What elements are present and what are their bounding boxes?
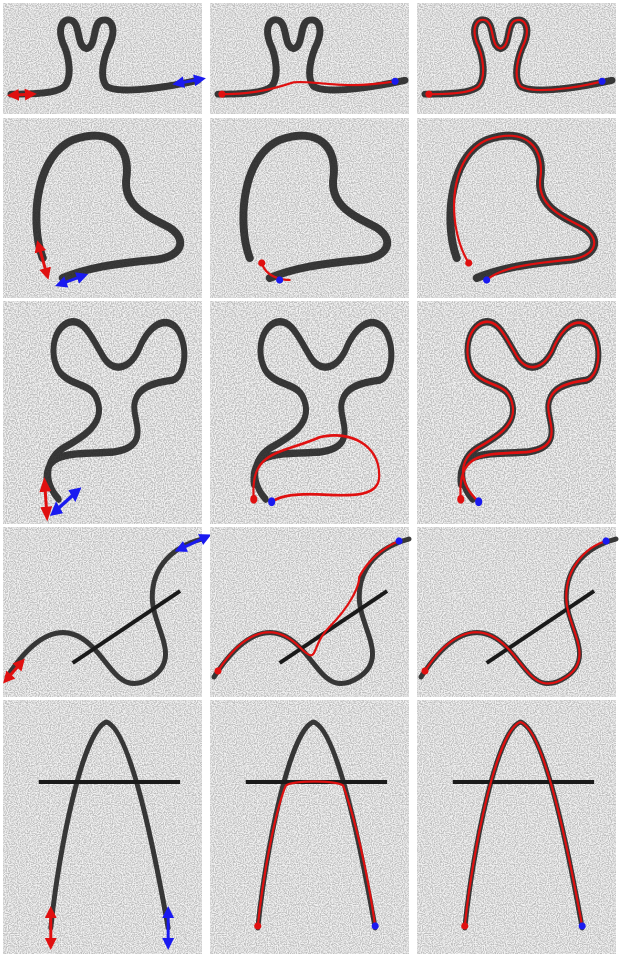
panel-row-1-y-shape-partial-trace (210, 3, 409, 114)
noise-speckle (3, 301, 202, 524)
dark-curve (250, 318, 395, 503)
full-trace-path (463, 720, 584, 928)
panel-row-3-x-shape-full-trace (417, 301, 616, 524)
end-point-marker (276, 276, 284, 284)
start-arrow-icon (3, 658, 25, 684)
start-point-marker (465, 259, 473, 267)
end-point-marker (371, 922, 379, 930)
partial-trace-path (216, 539, 401, 673)
panel-row-3-x-shape-input-with-arrows (3, 301, 202, 524)
panel-row-2-bean-shape-full-trace (417, 118, 616, 298)
dark-curve (43, 318, 188, 503)
end-point-marker (483, 276, 491, 284)
crossing-line (485, 589, 596, 665)
end-point-marker (602, 537, 610, 545)
full-trace-path (427, 18, 604, 96)
start-arrow-icon (34, 240, 51, 280)
noise-speckle (417, 301, 616, 524)
end-point-marker (475, 497, 483, 507)
crossing-line (278, 589, 389, 665)
start-point-marker (250, 494, 258, 504)
crossing-line (71, 589, 182, 665)
panel-row-5-arch-full-trace (417, 700, 616, 954)
panel-row-4-crossing-full-trace (417, 527, 619, 697)
end-arrow-icon (49, 487, 82, 516)
panel-row-2-bean-shape-partial-trace (210, 118, 409, 298)
full-trace-path (459, 320, 600, 504)
noise-speckle (210, 700, 409, 954)
panel-row-4-crossing-partial-trace (210, 527, 412, 697)
start-arrow-icon (6, 88, 37, 101)
end-arrow-icon (55, 272, 89, 288)
panel-row-2-bean-shape-input-with-arrows (3, 118, 202, 298)
end-arrow-icon (172, 74, 206, 89)
start-point-marker (254, 922, 262, 930)
start-point-marker (218, 90, 226, 98)
start-point-marker (258, 259, 266, 267)
panel-row-1-y-shape-input-with-arrows (3, 3, 206, 114)
start-point-marker (461, 922, 469, 930)
panel-row-3-x-shape-partial-trace (210, 301, 409, 524)
noise-speckle (3, 700, 202, 954)
end-point-marker (391, 77, 399, 85)
panel-grid (3, 3, 619, 954)
start-point-marker (457, 494, 465, 504)
dark-curve (7, 16, 202, 98)
end-point-marker (598, 77, 606, 85)
dark-curve (48, 719, 171, 931)
partial-trace-path (256, 780, 377, 928)
dark-curve (4, 536, 205, 686)
partial-trace-path (220, 80, 397, 96)
end-point-marker (578, 922, 586, 930)
noise-speckle (417, 700, 616, 954)
panel-row-5-arch-input-with-arrows (3, 700, 202, 954)
end-point-marker (395, 537, 403, 545)
full-trace-path (423, 539, 608, 685)
end-point-marker (268, 497, 276, 507)
full-trace-path (453, 134, 596, 282)
start-point-marker (425, 90, 433, 98)
start-point-marker (214, 667, 222, 675)
start-arrow-icon (39, 476, 53, 522)
panel-row-4-crossing-input-with-arrows (3, 527, 212, 697)
dark-curve (239, 131, 392, 282)
end-arrow-icon (174, 534, 212, 552)
panel-row-5-arch-partial-trace (210, 700, 409, 954)
start-point-marker (421, 667, 429, 675)
dark-curve (32, 131, 185, 282)
panel-row-1-y-shape-full-trace (417, 3, 616, 114)
noise-speckle (210, 301, 409, 524)
partial-trace-path (252, 434, 381, 504)
